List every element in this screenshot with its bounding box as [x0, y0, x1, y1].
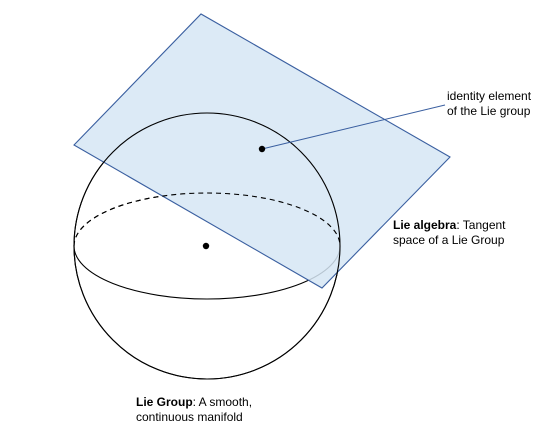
lie-group-label-line1: Lie Group: A smooth,	[136, 395, 252, 410]
lie-group-desc: : A smooth,	[192, 395, 253, 409]
lie-algebra-term: Lie algebra	[393, 218, 457, 232]
identity-leader-line	[261, 104, 446, 150]
lie-algebra-label-line1: Lie algebra: Tangent	[393, 218, 506, 233]
identity-label-line2: of the Lie group	[447, 104, 531, 118]
lie-group-label: Lie Group: A smooth, continuous manifold	[136, 395, 252, 425]
identity-element-label: identity element of the Lie group	[447, 89, 531, 119]
equator-back-through-plane	[73, 192, 341, 247]
lie-algebra-desc: : Tangent	[456, 218, 506, 232]
lie-algebra-label: Lie algebra: Tangent space of a Lie Grou…	[393, 218, 506, 248]
sphere-center-point	[202, 242, 210, 250]
lie-group-label-line2: continuous manifold	[136, 410, 243, 424]
lie-algebra-label-line2: space of a Lie Group	[393, 233, 505, 247]
identity-label-line1: identity element	[447, 89, 532, 103]
identity-element-point	[258, 145, 266, 153]
lie-group-term: Lie Group	[136, 395, 193, 409]
